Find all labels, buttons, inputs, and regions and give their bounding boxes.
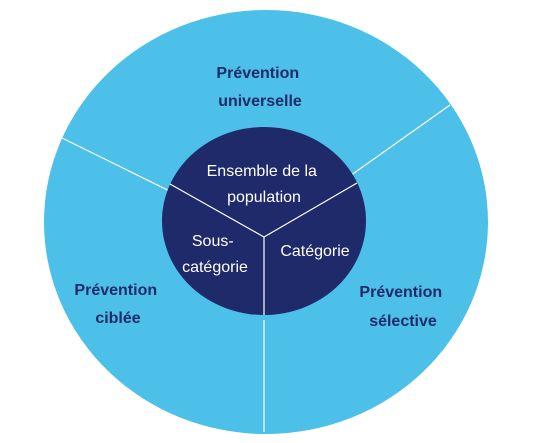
divider-outer-upper-right [346,104,451,179]
label-categorie: Catégorie [280,243,349,260]
divider-inner-left [169,183,265,238]
label-sous-categorie: Sous- catégorie [182,233,248,276]
label-prevention-selective: Prévention sélective [359,284,446,330]
inner-circle [162,127,366,315]
label-ensemble-population: Ensemble de la population [207,163,322,206]
label-prevention-ciblee: Prévention ciblée [74,282,161,327]
label-prevention-universelle: Prévention universelle [216,65,303,110]
divider-inner-right [263,182,358,238]
